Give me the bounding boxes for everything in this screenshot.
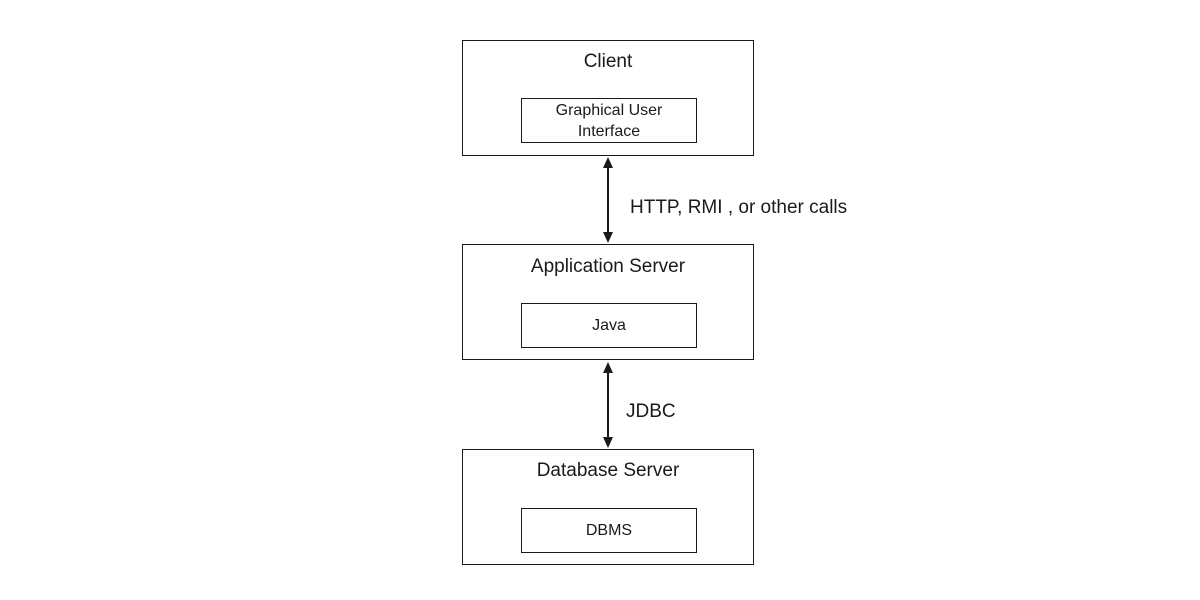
arrowhead-up-icon (603, 157, 613, 168)
database-server-tier: Database Server DBMS (462, 449, 754, 565)
java-component-box: Java (521, 303, 697, 348)
arrowhead-down-icon (603, 437, 613, 448)
arrowhead-down-icon (603, 232, 613, 243)
client-tier-title: Client (583, 51, 633, 72)
dbms-component-label: DBMS (585, 522, 633, 539)
gui-component-box: Graphical User Interface (521, 98, 697, 143)
arrowhead-up-icon (603, 362, 613, 373)
client-app-arrow (603, 157, 613, 243)
app-db-arrow (603, 362, 613, 448)
gui-component-label: Graphical User Interface (555, 101, 663, 140)
application-server-title: Application Server (530, 256, 686, 277)
app-db-connector-label: JDBC (626, 401, 676, 422)
dbms-component-box: DBMS (521, 508, 697, 553)
java-component-label: Java (592, 317, 626, 334)
database-server-title: Database Server (536, 460, 680, 481)
application-server-tier: Application Server Java (462, 244, 754, 360)
client-app-connector-label: HTTP, RMI , or other calls (630, 197, 848, 218)
client-tier: Client Graphical User Interface (462, 40, 754, 156)
